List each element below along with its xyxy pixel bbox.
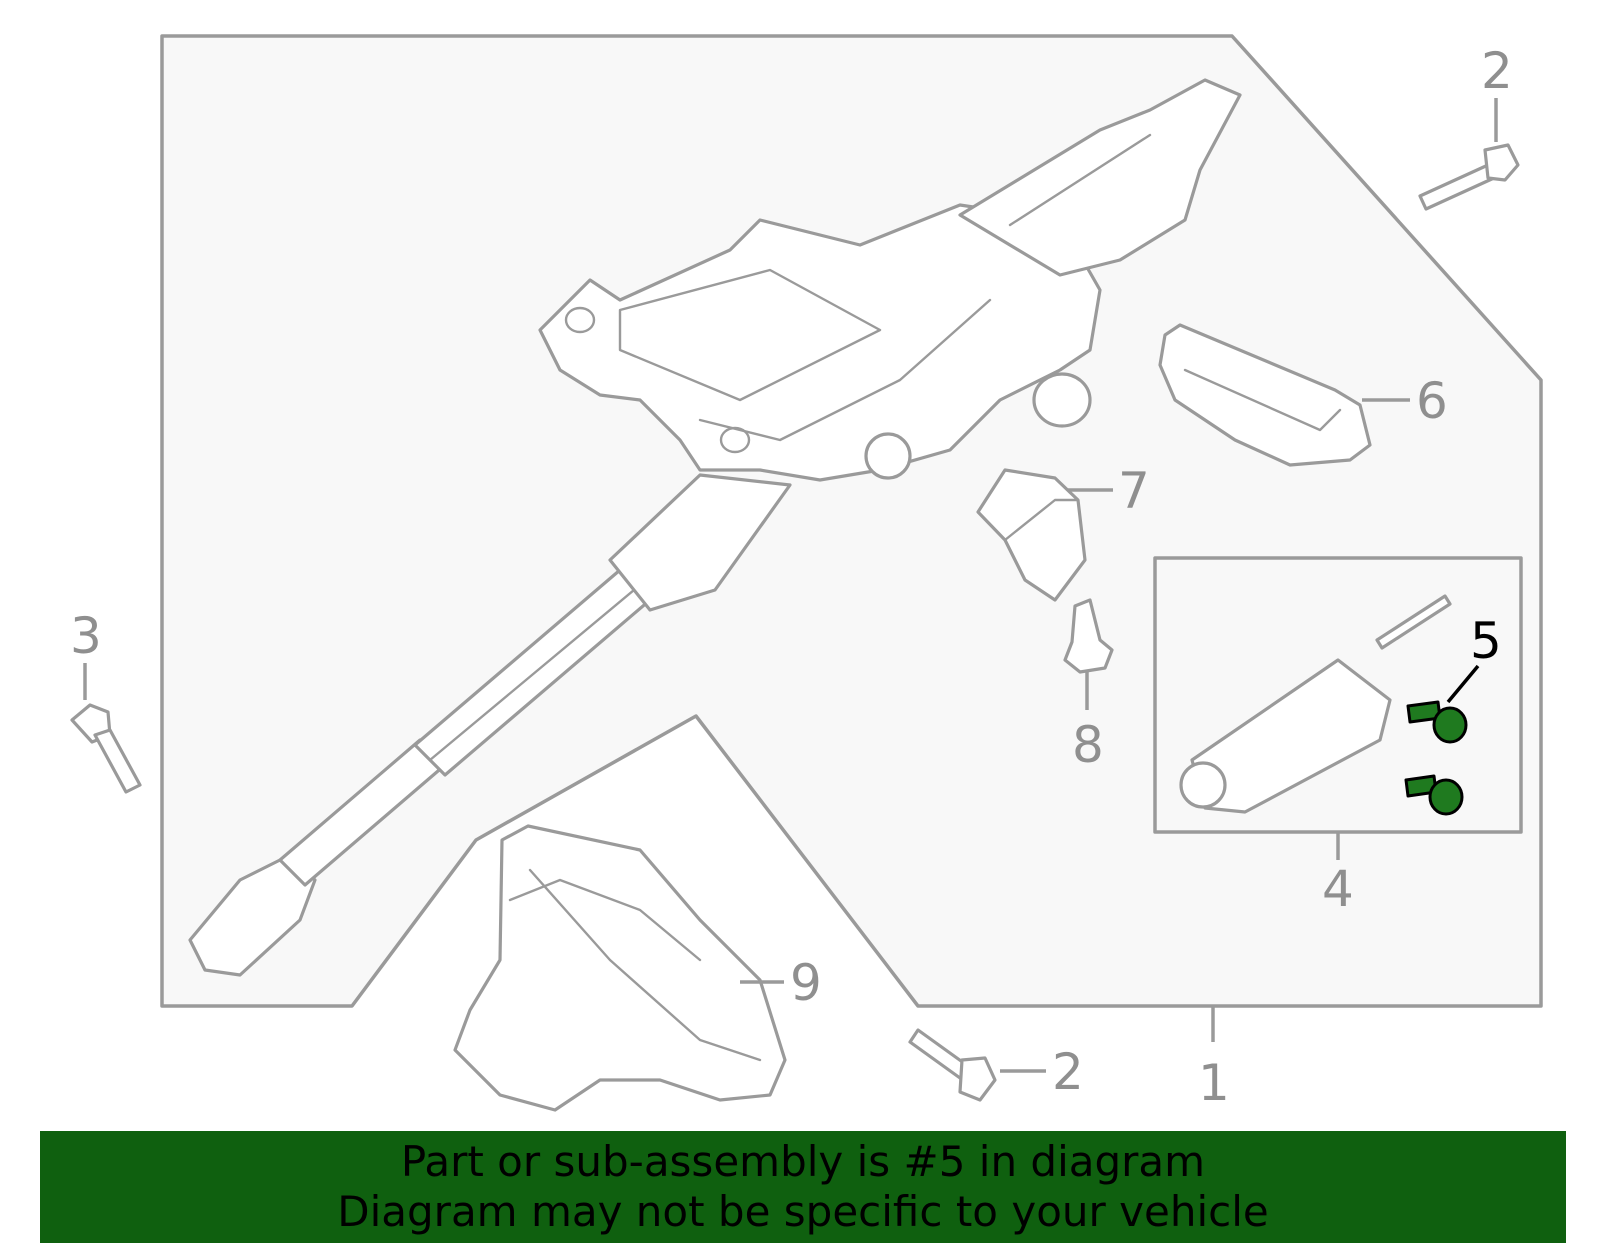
callout-9: 9 [790, 954, 822, 1012]
bolt-5-highlighted [1404, 700, 1468, 816]
leader-5 [1446, 664, 1480, 704]
bracket-6 [1158, 323, 1372, 467]
clip-8 [1063, 598, 1114, 674]
steering-column [188, 78, 1242, 977]
banner-line-1: Part or sub-assembly is #5 in diagram [400, 1137, 1206, 1186]
block-7 [976, 468, 1087, 602]
motor-4 [1179, 594, 1452, 814]
callout-8: 8 [1072, 716, 1104, 774]
airbag-9 [453, 824, 787, 1112]
bolt-3 [70, 703, 142, 794]
callout-1: 1 [1198, 1054, 1230, 1112]
bolt-2-top [1418, 143, 1520, 211]
info-banner: Part or sub-assembly is #5 in diagram Di… [40, 1131, 1566, 1243]
callout-3: 3 [70, 607, 102, 665]
callout-2b: 2 [1052, 1043, 1084, 1101]
callout-2a: 2 [1481, 42, 1513, 100]
callout-7: 7 [1118, 462, 1150, 520]
banner-line-2: Diagram may not be specific to your vehi… [337, 1187, 1269, 1236]
callout-5: 5 [1470, 612, 1502, 670]
callout-4: 4 [1322, 860, 1354, 918]
callout-6: 6 [1416, 372, 1448, 430]
bolt-2-bottom [908, 1028, 997, 1102]
